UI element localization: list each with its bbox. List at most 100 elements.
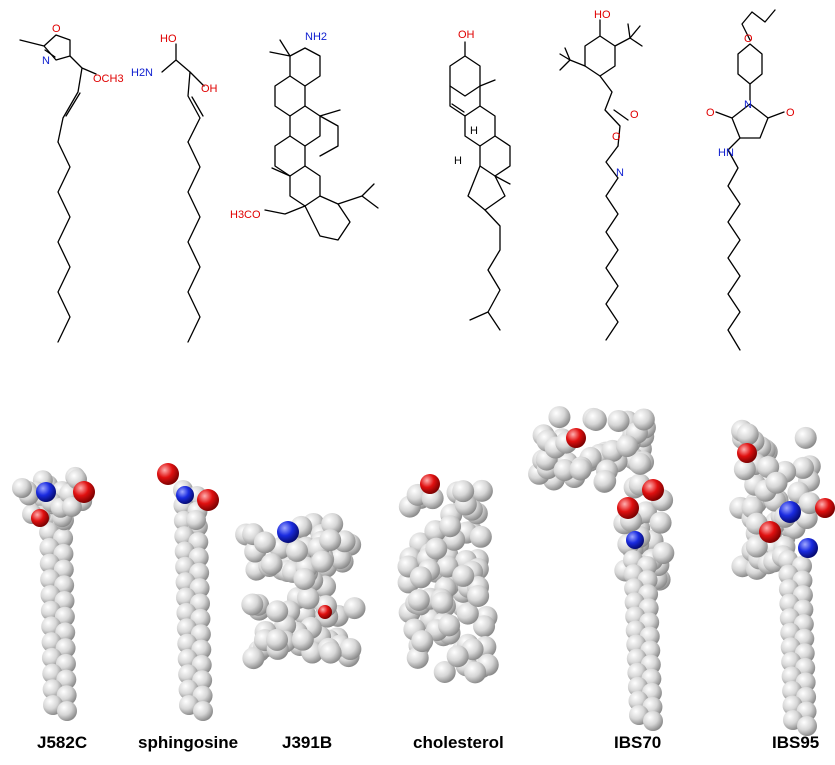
structure-ibs95: O N O O HN bbox=[706, 9, 795, 351]
carbon-atom bbox=[241, 593, 264, 616]
carbon-atom bbox=[797, 716, 817, 736]
oxygen-atom bbox=[318, 605, 332, 619]
carbon-atom bbox=[733, 458, 756, 481]
carbon-atom bbox=[765, 471, 788, 494]
oxygen-atom bbox=[420, 474, 440, 494]
carbon-atom bbox=[473, 615, 496, 638]
atom-oh: OH bbox=[201, 83, 218, 95]
carbon-atom bbox=[319, 529, 342, 552]
nitrogen-atom bbox=[798, 538, 818, 558]
carbon-atom bbox=[649, 511, 672, 534]
carbon-atom bbox=[470, 479, 493, 502]
carbon-atom bbox=[584, 408, 607, 431]
carbon-atom bbox=[406, 646, 429, 669]
carbon-atom bbox=[297, 587, 320, 610]
oxygen-atom bbox=[566, 428, 586, 448]
oxygen-atom bbox=[73, 481, 95, 503]
carbon-atom bbox=[736, 423, 759, 446]
label-j582c: J582C bbox=[37, 733, 88, 752]
structure-j391b: NH2 H3CO bbox=[230, 31, 379, 241]
carbon-atom bbox=[253, 531, 276, 554]
carbon-atom bbox=[409, 566, 432, 589]
carbon-atom bbox=[794, 426, 817, 449]
carbon-atom bbox=[407, 589, 430, 612]
carbon-atom bbox=[553, 459, 576, 482]
label-sphingosine: sphingosine bbox=[138, 733, 239, 752]
label-j391b: J391B bbox=[282, 733, 333, 752]
carbon-atom bbox=[411, 630, 434, 653]
atom-n: N bbox=[744, 99, 752, 111]
carbon-atom bbox=[616, 435, 639, 458]
label-ibs70: IBS70 bbox=[614, 733, 662, 752]
oxygen-atom bbox=[642, 479, 664, 501]
oxygen-atom bbox=[815, 498, 835, 518]
carbon-atom bbox=[456, 602, 479, 625]
carbon-atom bbox=[594, 469, 617, 492]
oxygen-atom bbox=[31, 509, 49, 527]
carbon-atom bbox=[548, 406, 571, 429]
atom-o: O bbox=[630, 109, 639, 121]
atom-o: O bbox=[786, 107, 795, 119]
atom-h: H bbox=[470, 125, 478, 137]
carbon-atom bbox=[343, 597, 366, 620]
carbon-atom bbox=[321, 513, 344, 536]
carbon-atom bbox=[452, 564, 475, 587]
label-ibs95: IBS95 bbox=[772, 733, 820, 752]
space-filling-models bbox=[12, 406, 835, 736]
carbon-atom bbox=[311, 550, 334, 573]
carbon-atom bbox=[632, 408, 655, 431]
structure-cholesterol: OH H H bbox=[449, 29, 511, 331]
atom-oh: OH bbox=[458, 29, 475, 41]
carbon-atom bbox=[329, 547, 352, 570]
carbon-atom bbox=[452, 480, 475, 503]
atom-o: O bbox=[612, 131, 621, 143]
carbon-atom bbox=[607, 409, 630, 432]
carbon-atom bbox=[629, 452, 652, 475]
atom-h3co: H3CO bbox=[230, 209, 261, 221]
carbon-atom bbox=[291, 628, 314, 651]
atom-ho: HO bbox=[160, 33, 177, 45]
structure-ibs70: HO O O N bbox=[559, 9, 643, 341]
atom-nh2: NH2 bbox=[305, 31, 327, 43]
structure-sphingosine: HO H2N OH bbox=[131, 33, 218, 343]
atom-n: N bbox=[616, 167, 624, 179]
atom-o: O bbox=[52, 23, 61, 35]
atom-hn: HN bbox=[718, 147, 734, 159]
oxygen-atom bbox=[157, 463, 179, 485]
label-cholesterol: cholesterol bbox=[413, 733, 504, 752]
carbon-atom bbox=[643, 711, 663, 731]
carbon-atom bbox=[469, 525, 492, 548]
atom-ho: HO bbox=[594, 9, 611, 21]
carbon-atom bbox=[57, 701, 77, 721]
carbon-atom bbox=[266, 628, 289, 651]
atom-n: N bbox=[42, 55, 50, 67]
carbon-atom bbox=[431, 591, 454, 614]
nitrogen-atom bbox=[779, 501, 801, 523]
carbon-atom bbox=[61, 496, 82, 517]
nitrogen-atom bbox=[176, 486, 194, 504]
carbon-atom bbox=[12, 478, 32, 498]
carbon-atom bbox=[186, 510, 206, 530]
carbon-atom bbox=[339, 638, 362, 661]
carbon-atom bbox=[425, 537, 448, 560]
carbon-atom bbox=[467, 584, 490, 607]
atom-o: O bbox=[744, 33, 753, 45]
carbon-atom bbox=[439, 515, 462, 538]
oxygen-atom bbox=[617, 497, 639, 519]
carbon-atom bbox=[464, 661, 487, 684]
carbon-atom bbox=[433, 661, 456, 684]
atom-o: O bbox=[706, 107, 715, 119]
carbon-atom bbox=[436, 555, 459, 578]
nitrogen-atom bbox=[277, 521, 299, 543]
atom-och3: OCH3 bbox=[93, 73, 124, 85]
atom-h2n: H2N bbox=[131, 67, 153, 79]
atom-h: H bbox=[454, 155, 462, 167]
carbon-atom bbox=[438, 614, 461, 637]
carbon-atom bbox=[260, 553, 283, 576]
carbon-atom bbox=[446, 645, 469, 668]
carbon-atom bbox=[285, 539, 308, 562]
carbon-atom bbox=[652, 542, 675, 565]
carbon-atom bbox=[745, 535, 768, 558]
carbon-atom bbox=[792, 456, 815, 479]
